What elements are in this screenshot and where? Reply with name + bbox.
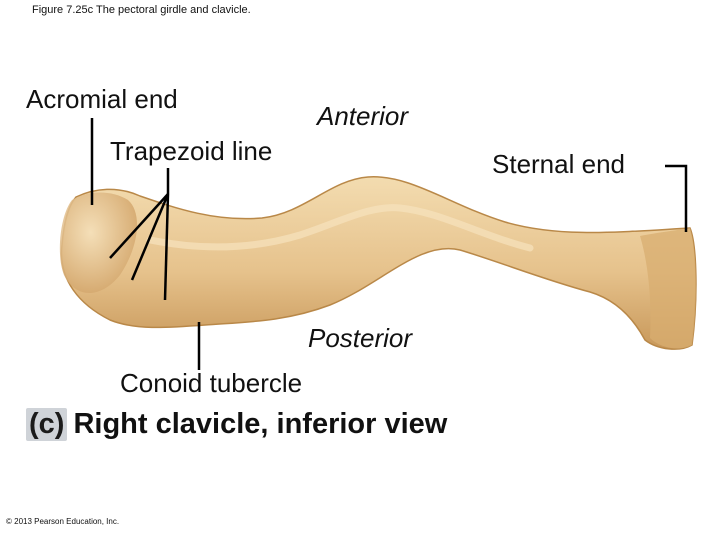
label-trapezoid-line: Trapezoid line xyxy=(110,136,273,166)
leader-trapezoid-2 xyxy=(130,193,170,281)
figure-title: Figure 7.25c The pectoral girdle and cla… xyxy=(32,4,251,16)
leader-sternal-end xyxy=(665,164,688,232)
figure-caption: (c)Right clavicle, inferior view xyxy=(26,408,447,441)
leader-lines xyxy=(90,118,688,370)
label-acromial-end: Acromial end xyxy=(26,84,178,114)
label-sternal-end: Sternal end xyxy=(492,149,625,179)
leader-trapezoid-1 xyxy=(109,193,169,259)
bone-highlight xyxy=(146,204,534,252)
sternal-end-bone xyxy=(640,228,696,349)
clavicle-bone xyxy=(60,176,697,350)
label-anterior: Anterior xyxy=(317,101,409,131)
label-conoid-tubercle: Conoid tubercle xyxy=(120,368,303,398)
leader-trapezoid-3 xyxy=(163,193,170,301)
copyright-notice: © 2013 Pearson Education, Inc. xyxy=(6,517,120,526)
acromial-end-bone xyxy=(59,192,138,294)
label-posterior: Posterior xyxy=(308,323,413,353)
caption-text: Right clavicle, inferior view xyxy=(73,408,448,440)
caption-tag: (c) xyxy=(26,408,68,441)
